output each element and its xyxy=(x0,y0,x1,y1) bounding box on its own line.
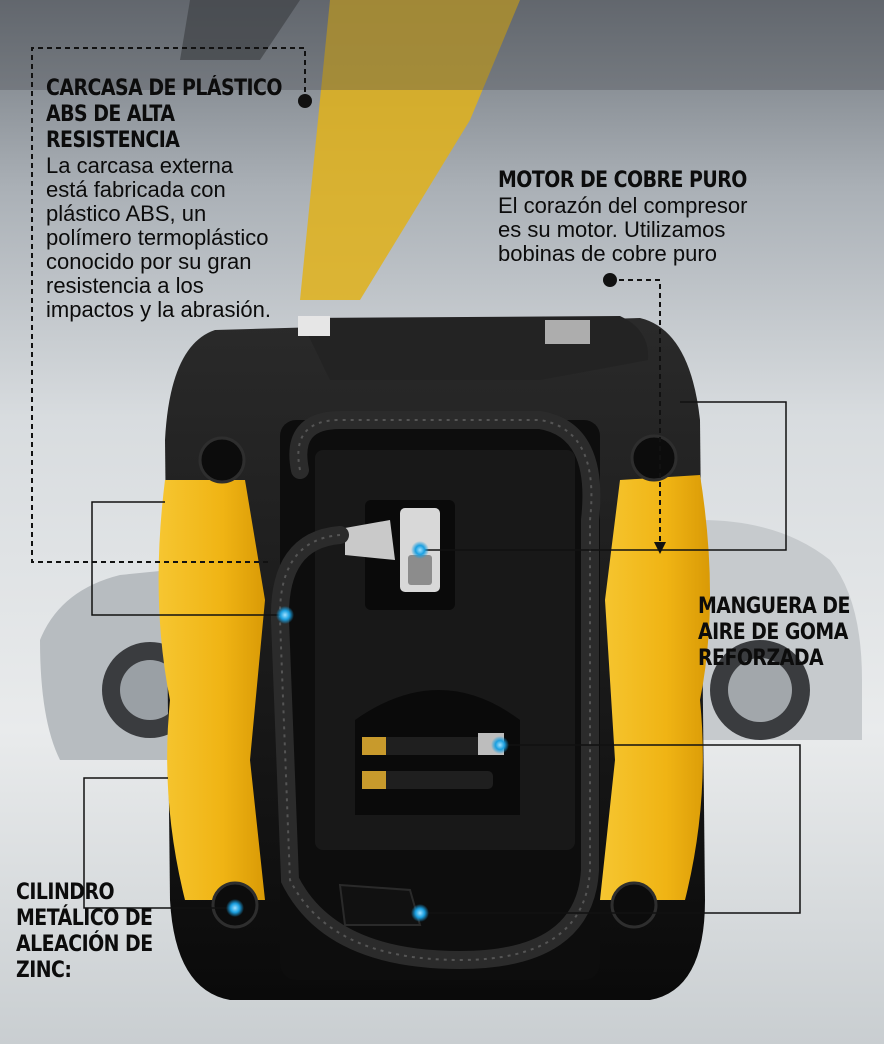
compressor-body xyxy=(158,316,710,1000)
callout-zinc-cylinder: CILINDRO METÁLICO DE ALEACIÓN DE ZINC: xyxy=(16,880,186,984)
callout-rubber-hose: MANGUERA DE AIRE DE GOMA REFORZADA xyxy=(698,594,878,672)
callout-description: El corazón del compresor es su motor. Ut… xyxy=(498,193,748,266)
callout-description: La carcasa externa está fabricada con pl… xyxy=(46,153,271,322)
callout-title: CILINDRO METÁLICO DE ALEACIÓN DE ZINC: xyxy=(16,880,153,983)
background-scene xyxy=(0,0,884,760)
callout-abs-housing: CARCASA DE PLÁSTICO ABS DE ALTA RESISTEN… xyxy=(46,76,346,322)
callout-copper-motor: MOTOR DE COBRE PURO El corazón del compr… xyxy=(498,168,818,266)
callout-markers xyxy=(226,94,617,922)
callout-title: MOTOR DE COBRE PURO xyxy=(498,168,747,193)
callout-leaders xyxy=(31,47,801,914)
callout-title: CARCASA DE PLÁSTICO ABS DE ALTA RESISTEN… xyxy=(46,76,283,153)
callout-title: MANGUERA DE AIRE DE GOMA REFORZADA xyxy=(698,594,850,671)
